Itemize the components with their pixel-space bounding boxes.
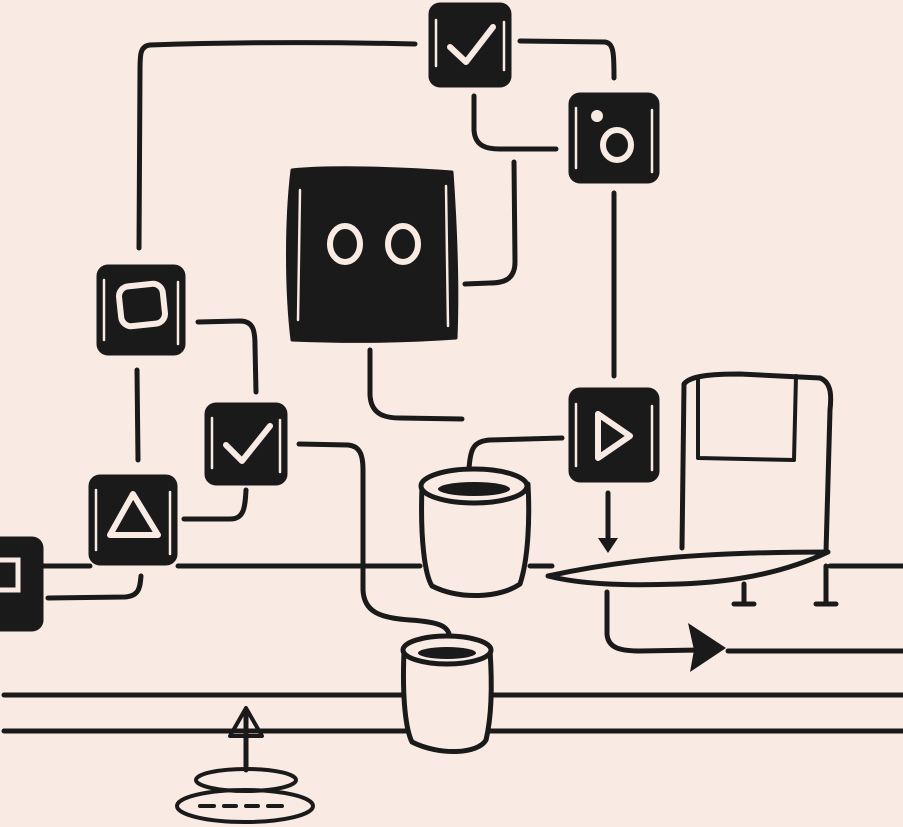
chair-back — [682, 374, 831, 552]
connector-robot-right — [465, 162, 515, 284]
tile — [288, 168, 457, 341]
connector-robot-down — [370, 350, 462, 419]
tile — [0, 538, 42, 630]
connector-check-top-down — [474, 96, 556, 149]
square-node — [98, 266, 184, 354]
cup-content — [438, 482, 510, 496]
check-top-node — [430, 4, 510, 86]
tile — [98, 266, 184, 354]
connector-square-to-triangle — [137, 370, 138, 460]
arrow-down-icon — [598, 538, 618, 553]
cup-content — [418, 647, 476, 659]
triangle-node — [90, 476, 176, 564]
cup-lower — [403, 636, 491, 752]
connector-triangle-to-check-mid — [184, 490, 246, 519]
tile — [206, 404, 286, 484]
connector-check-top-to-camera — [520, 41, 614, 78]
chair-back-panel — [698, 376, 796, 460]
left-edge-node — [0, 538, 42, 630]
tile — [570, 389, 658, 481]
connector-square-to-check-mid — [198, 321, 256, 392]
upload-pad — [177, 708, 313, 822]
tile — [570, 94, 658, 182]
robot-node — [288, 168, 457, 341]
connector-play-to-cup — [469, 438, 562, 470]
arrow-right-icon — [688, 623, 726, 672]
connector-chair-to-arrow — [607, 592, 700, 651]
cup-upper — [421, 469, 529, 596]
camera-dot — [591, 110, 603, 122]
check-mid-node — [206, 404, 286, 484]
tile — [90, 476, 176, 564]
camera-node — [570, 94, 658, 182]
chair-seat — [548, 552, 828, 585]
tile — [430, 4, 510, 86]
connector-left-to-triangle — [48, 576, 141, 598]
play-node — [570, 389, 658, 481]
